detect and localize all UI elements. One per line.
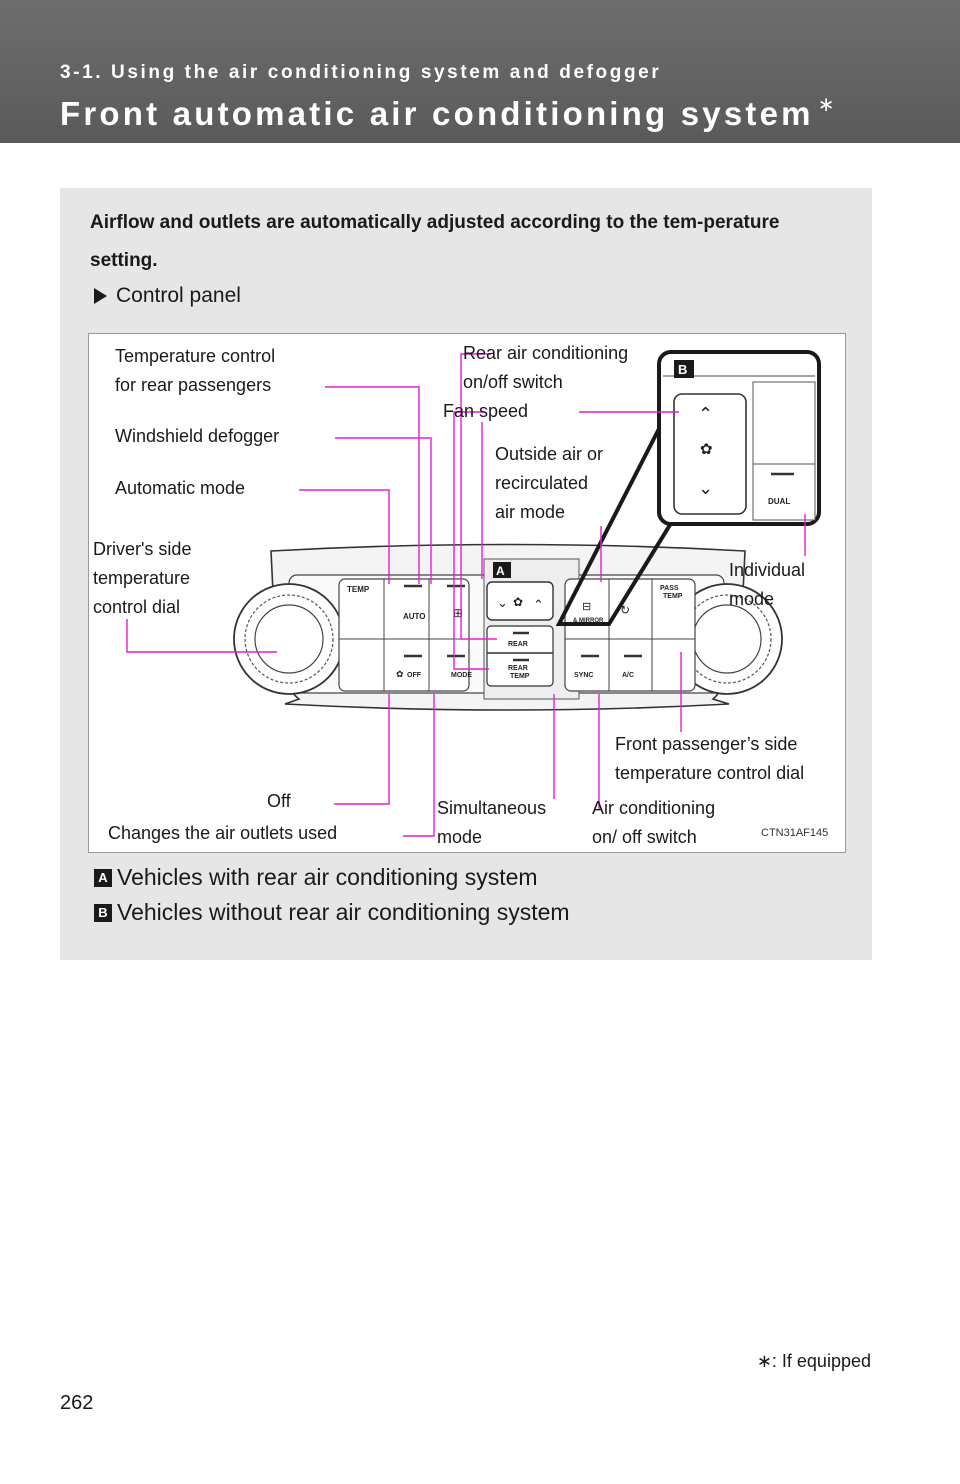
callout-changes-outlets: Changes the air outlets used <box>108 823 338 843</box>
page-title: Front automatic air conditioning system∗ <box>60 92 838 133</box>
callout-passenger-2: temperature control dial <box>615 763 805 783</box>
defogger-icon: ⊞ <box>453 606 463 620</box>
fan-icon-b: ✿ <box>700 441 713 458</box>
rear-defog-icon: ⊟ <box>582 601 591 613</box>
callout-fan-speed: Fan speed <box>443 401 529 421</box>
callout-outside-air-3: air mode <box>495 502 566 522</box>
content-box: Airflow and outlets are automatically ad… <box>60 188 872 960</box>
label-ac: A/C <box>622 672 634 679</box>
callout-driver-2: temperature <box>93 568 191 588</box>
label-sync: SYNC <box>574 672 593 679</box>
equipped-mark: ∗ <box>817 94 838 116</box>
callout-rear-ac-1: Rear air conditioning <box>463 343 629 363</box>
callout-outside-air-1: Outside air or <box>495 444 604 464</box>
key-b-icon: B <box>678 362 687 377</box>
page-number: 262 <box>60 1392 94 1414</box>
label-temp: TEMP <box>347 585 370 594</box>
control-panel-illustration: TEMP AUTO ⊞ OFF ✿ MODE ⌄ ✿ ⌃ REAR REAR T… <box>126 350 821 837</box>
label-rear-temp-1: REAR <box>508 665 528 672</box>
label-mode: MODE <box>451 672 472 679</box>
callout-ac-2: on/ off switch <box>592 827 697 847</box>
legend-text-a: Vehicles with rear air conditioning syst… <box>117 864 538 890</box>
legend-row-a: A Vehicles with rear air conditioning sys… <box>94 864 538 891</box>
key-a-icon: A <box>496 564 505 578</box>
footnote: ∗: If equipped <box>756 1351 871 1371</box>
callout-individual-2: mode <box>729 589 775 609</box>
passenger-temp-dial <box>671 583 783 695</box>
callout-temp-rear-2: for rear passengers <box>115 375 272 395</box>
driver-temp-dial <box>233 583 345 695</box>
callout-windshield-defogger: Windshield defogger <box>115 426 280 446</box>
control-panel-figure: TEMP AUTO ⊞ OFF ✿ MODE ⌄ ✿ ⌃ REAR REAR T… <box>88 333 846 853</box>
label-pass-temp-1: PASS <box>660 585 679 592</box>
legend-row-b: B Vehicles without rear air conditioning … <box>94 899 570 926</box>
subheading-control-panel: Control panel <box>94 284 241 308</box>
callout-automatic-mode: Automatic mode <box>115 478 246 498</box>
fan-up-icon-b: ⌃ <box>698 404 713 424</box>
callout-outside-air-2: recirculated <box>495 473 589 493</box>
label-rear: REAR <box>508 641 528 648</box>
fan-down-icon-b: ⌄ <box>698 478 713 498</box>
callout-individual-1: Individual <box>729 560 806 580</box>
triangle-bullet-icon <box>94 288 107 304</box>
subheading-text: Control panel <box>116 284 241 307</box>
callout-ac-1: Air conditioning <box>592 798 716 818</box>
legend-key-b: B <box>94 903 112 922</box>
callout-rear-ac-2: on/off switch <box>463 372 563 392</box>
callout-sync-1: Simultaneous <box>437 798 547 818</box>
leader-lines <box>126 353 806 837</box>
fan-up-icon: ⌃ <box>533 597 544 612</box>
figure-code: CTN31AF145 <box>761 827 829 839</box>
fan-down-icon: ⌄ <box>497 595 508 610</box>
recirculate-icon: ↻ <box>620 603 630 617</box>
fan-off-icon: ✿ <box>396 669 404 679</box>
callout-off: Off <box>267 791 291 811</box>
fan-icon: ✿ <box>513 595 523 609</box>
callout-temp-rear-1: Temperature control <box>115 346 276 366</box>
label-auto: AUTO <box>403 612 426 621</box>
label-dual: DUAL <box>768 497 790 506</box>
label-pass-temp-2: TEMP <box>663 593 683 600</box>
inset-pointer <box>555 416 691 626</box>
label-mirror: & MIRROR <box>573 618 604 624</box>
intro-text: Airflow and outlets are automatically ad… <box>90 212 780 271</box>
label-rear-temp-2: TEMP <box>510 673 530 680</box>
section-title: 3-1. Using the air conditioning system a… <box>60 62 662 83</box>
callout-driver-3: control dial <box>93 597 181 617</box>
legend-text-b: Vehicles without rear air conditioning s… <box>117 899 570 925</box>
callout-passenger-1: Front passenger’s side <box>615 734 798 754</box>
legend-key-a: A <box>94 868 112 887</box>
label-off: OFF <box>407 672 422 679</box>
page-title-text: Front automatic air conditioning system <box>60 95 814 132</box>
callout-driver-1: Driver's side <box>93 539 192 559</box>
page-header: 3-1. Using the air conditioning system a… <box>0 0 960 143</box>
callout-sync-2: mode <box>437 827 483 847</box>
